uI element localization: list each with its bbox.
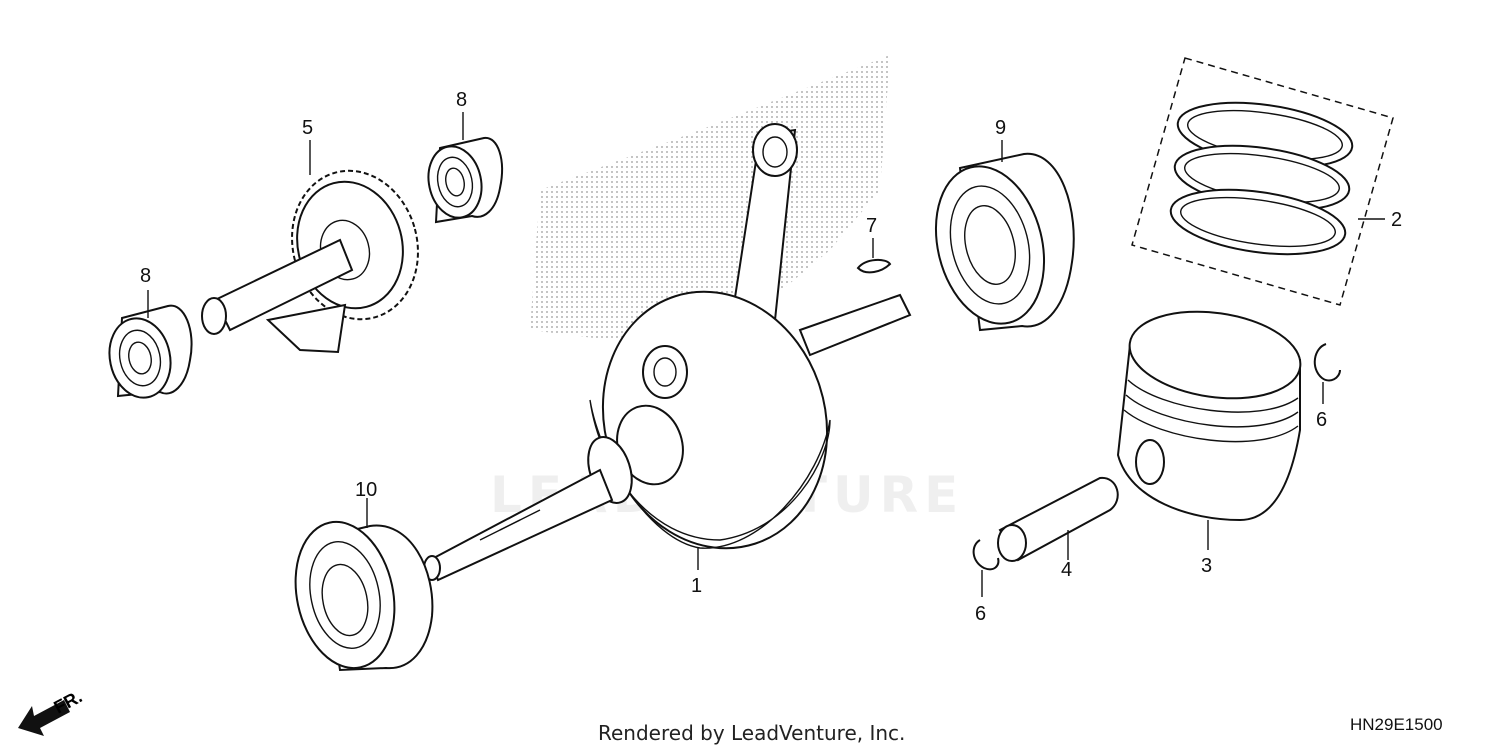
callout-5: 5 [302,117,313,139]
part-2-piston-rings[interactable] [1131,57,1394,306]
part-4-piston-pin[interactable] [997,476,1119,562]
front-arrow: FR. [18,686,85,736]
callout-10: 10 [355,479,377,501]
callout-7: 7 [866,215,877,237]
callouts: 8 8 5 9 7 2 6 3 4 6 1 10 [140,89,1402,625]
callout-2: 2 [1391,209,1402,231]
callout-6-right: 6 [1316,409,1327,431]
part-10-bearing[interactable] [283,513,434,678]
part-3-piston[interactable] [1116,301,1306,522]
callout-1: 1 [691,575,702,597]
callout-3: 3 [1201,555,1212,577]
part-8-bearing-left[interactable] [102,304,193,404]
stipple-background [530,55,890,340]
part-6-circlip-left[interactable] [972,539,1000,571]
callout-8-left: 8 [140,265,151,287]
part-1-crankshaft[interactable] [423,123,912,582]
callout-6-left: 6 [975,603,986,625]
callout-8-top: 8 [456,89,467,111]
part-6-circlip-right[interactable] [1313,343,1341,382]
part-8-bearing-top[interactable] [422,136,504,224]
leader-lines [147,112,1385,597]
part-7-key[interactable] [856,258,892,274]
part-9-bearing[interactable] [920,152,1075,335]
footer-credit: Rendered by LeadVenture, Inc. [598,721,905,745]
callout-9: 9 [995,117,1006,139]
part-5-balancer-shaft[interactable] [201,157,434,354]
diagram-code: HN29E1500 [1350,715,1443,734]
callout-4: 4 [1061,559,1072,581]
